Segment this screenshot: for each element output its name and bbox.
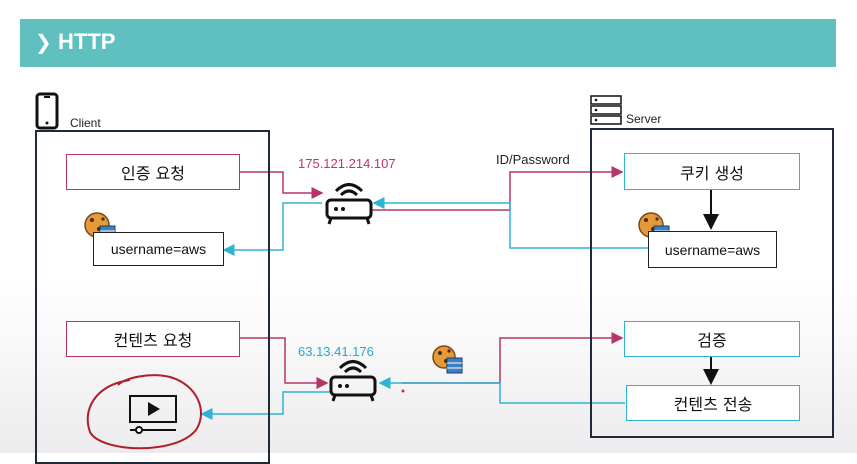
pointer-dot	[401, 389, 405, 393]
content-send-line	[378, 377, 625, 404]
client-label: Client	[70, 116, 101, 130]
section-header: ❯ HTTP	[20, 19, 836, 67]
router-icon-top	[325, 183, 373, 225]
server-cookie-box: username=aws	[648, 231, 777, 268]
ip-address-top: 175.121.214.107	[298, 156, 396, 171]
cookie-icon-transit	[432, 345, 463, 374]
credentials-line	[372, 166, 624, 211]
server-panel	[590, 128, 834, 438]
cookie-create-box: 쿠키 생성	[624, 153, 800, 190]
phone-icon	[35, 92, 59, 130]
server-label: Server	[626, 112, 662, 126]
ip-address-bottom: 63.13.41.176	[298, 344, 374, 359]
router-icon-bottom	[329, 360, 377, 402]
client-cookie-box: username=aws	[93, 232, 224, 266]
content-request-box: 컨텐츠 요청	[66, 321, 240, 357]
credentials-label: ID/Password	[496, 152, 570, 167]
chevron-right-icon: ❯	[35, 30, 52, 54]
content-send-box: 컨텐츠 전송	[626, 385, 800, 421]
section-title: HTTP	[58, 29, 116, 54]
auth-request-box: 인증 요청	[66, 154, 240, 190]
verify-box: 검증	[624, 321, 800, 357]
cookie-forward-line	[402, 332, 624, 384]
server-rack-icon	[590, 95, 622, 125]
